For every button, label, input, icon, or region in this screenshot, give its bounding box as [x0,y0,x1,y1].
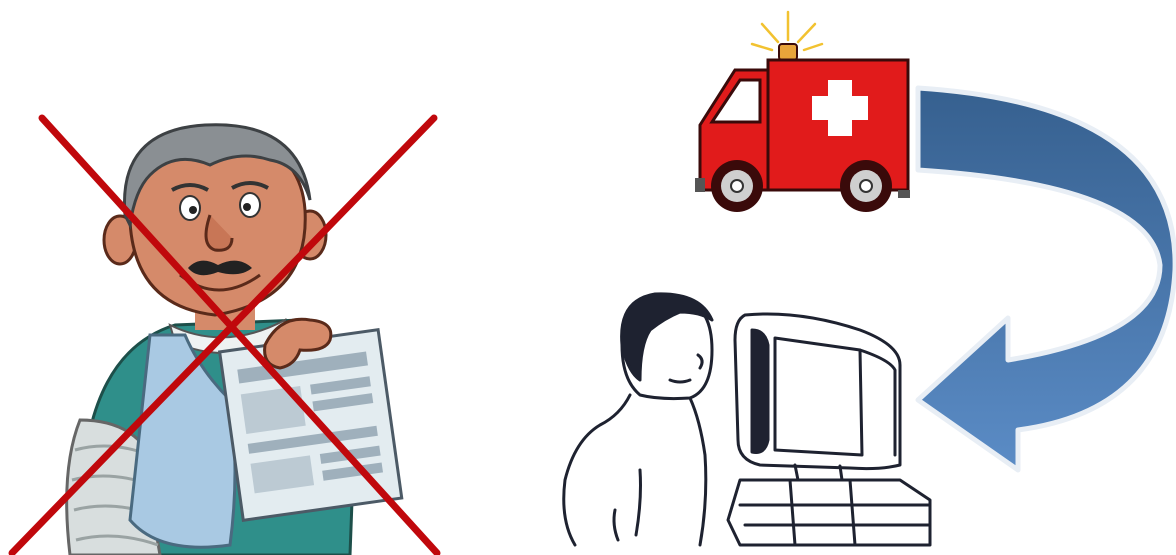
computer-user-illustration [564,294,930,545]
ambulance-illustration [695,12,910,212]
siren-light [779,44,797,60]
injured-patient-illustration [12,118,437,555]
keyboard [728,480,930,545]
curved-arrow [918,88,1175,470]
ambulance-icon [695,12,910,212]
person-body [564,395,630,545]
curved-arrow-icon [918,88,1175,470]
injured-man-with-document-icon [67,125,402,555]
person-at-computer-icon [564,294,930,545]
document-icon [220,330,402,521]
